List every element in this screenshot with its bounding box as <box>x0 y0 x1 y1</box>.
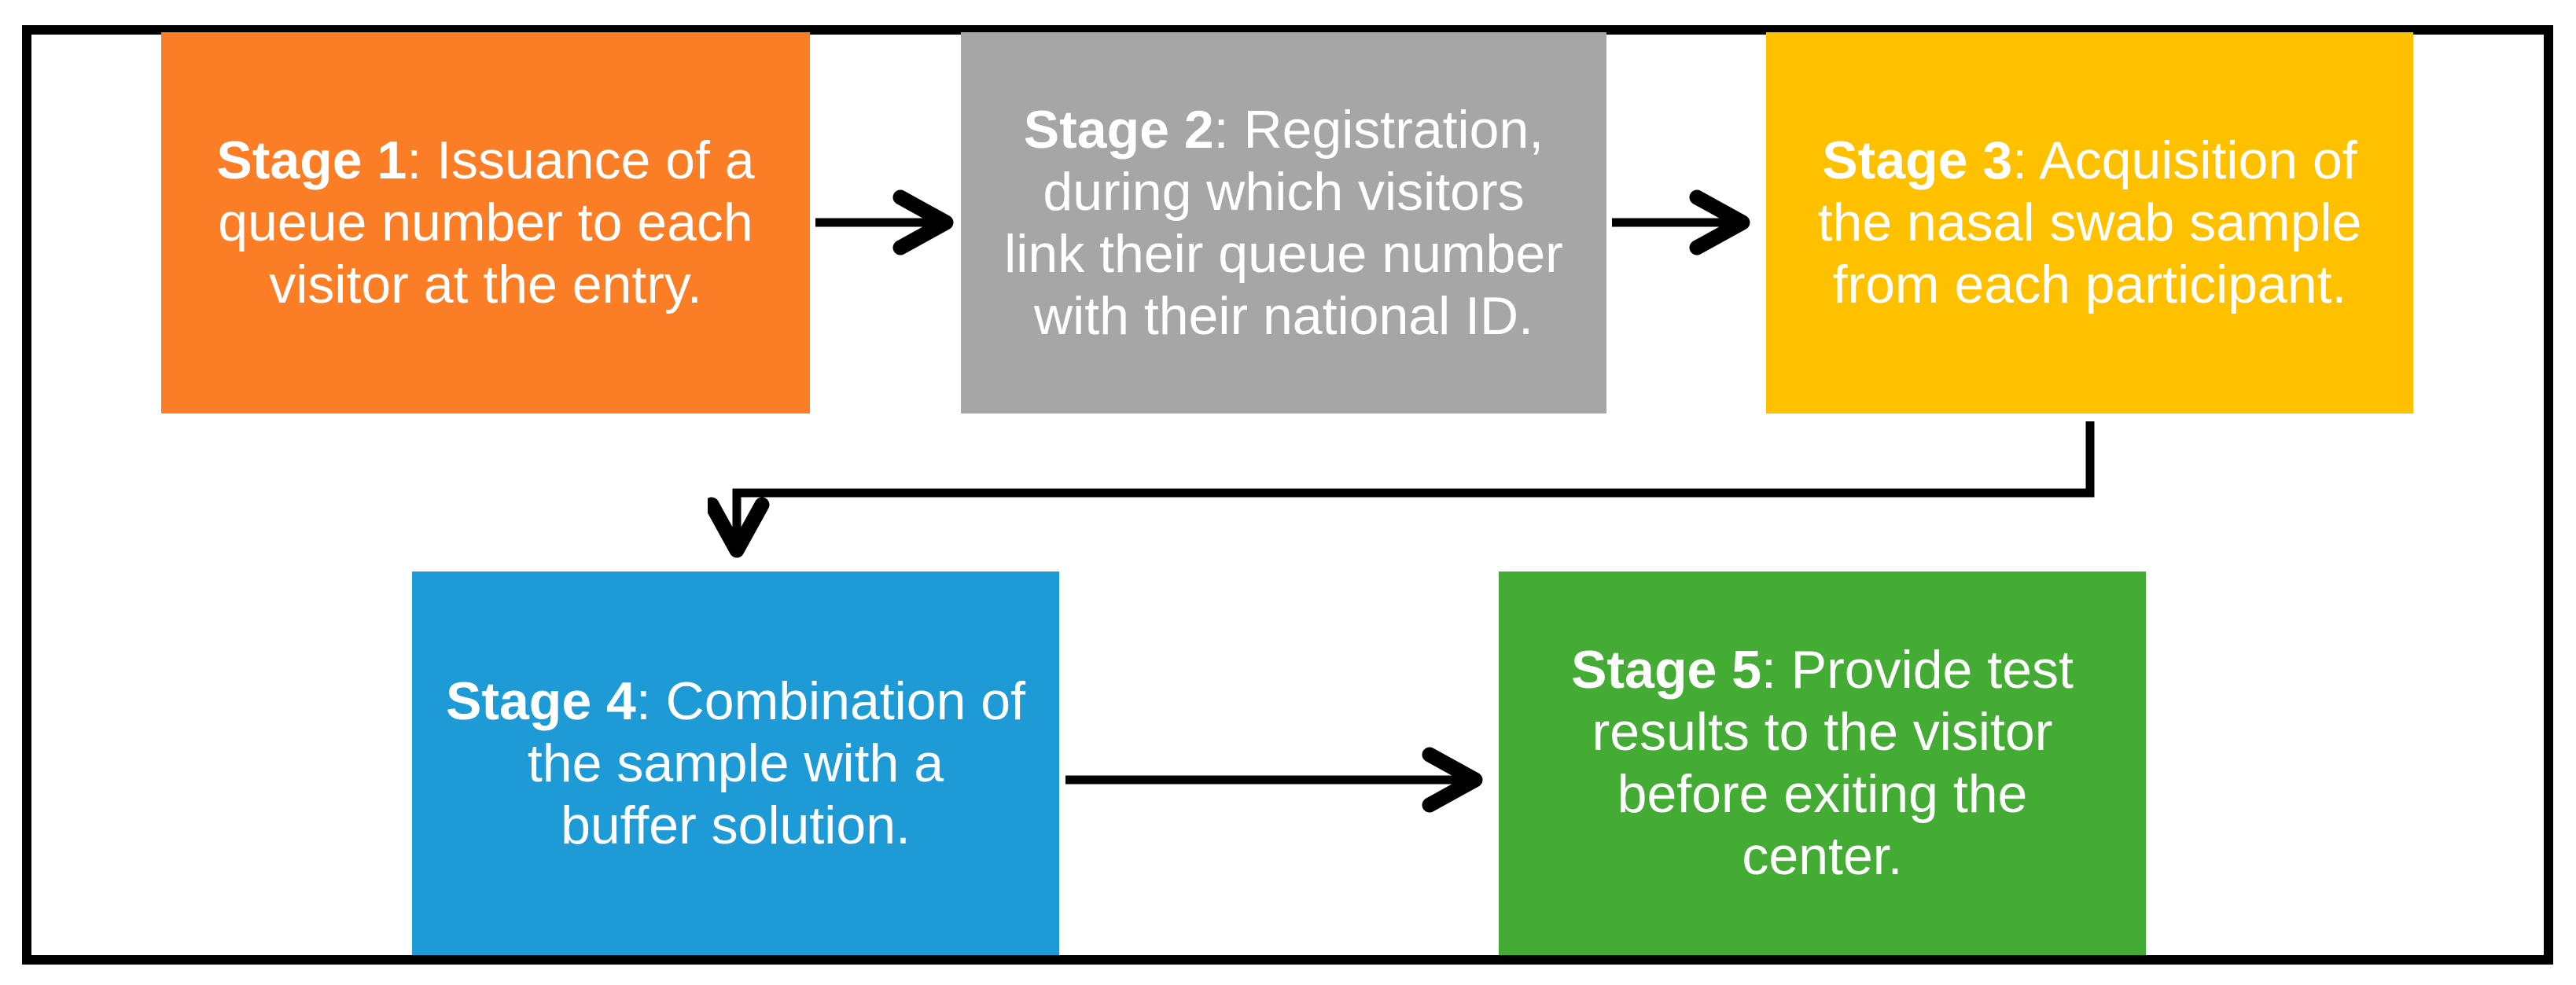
stage-5-line-2: results to the visitor <box>1592 702 2053 762</box>
arrow-stage4-to-stage5-icon <box>1065 747 1483 813</box>
stage-2-title: Stage 2 <box>1023 99 1214 160</box>
arrow-stage3-to-stage4-elbow-icon <box>708 421 2095 558</box>
stage-2-box: Stage 2: Registration, during which visi… <box>961 32 1606 413</box>
stage-2-line-3: link their queue number <box>1004 223 1563 284</box>
stage-4-title: Stage 4 <box>445 671 636 731</box>
stage-5-line-4: center. <box>1742 826 1903 886</box>
stage-3-line-1: Stage 3: Acquisition of <box>1822 130 2357 192</box>
stage-1-line-1: Stage 1: Issuance of a <box>216 130 754 192</box>
arrow-stage1-to-stage2-icon <box>815 189 954 255</box>
stage-1-box: Stage 1: Issuance of a queue number to e… <box>161 32 810 413</box>
stage-4-line-2: the sample with a <box>527 733 944 793</box>
stage-5-box: Stage 5: Provide test results to the vis… <box>1499 572 2146 955</box>
stage-5-line-1-rest: : Provide test <box>1761 640 2074 700</box>
stage-3-line-3: from each participant. <box>1832 255 2347 314</box>
arrow-stage2-to-stage3-icon <box>1612 189 1750 255</box>
stage-2-line-2: during which visitors <box>1043 161 1525 222</box>
stage-5-line-3: before exiting the <box>1617 764 2028 824</box>
stage-1-line-3: visitor at the entry. <box>269 255 702 314</box>
stage-3-line-1-rest: : Acquisition of <box>2012 130 2357 190</box>
stage-2-line-4: with their national ID. <box>1034 285 1533 346</box>
stage-5-title: Stage 5 <box>1571 640 1762 700</box>
stage-4-box: Stage 4: Combination of the sample with … <box>412 572 1059 955</box>
stage-2-line-1: Stage 2: Registration, <box>1024 99 1544 161</box>
stage-4-line-1: Stage 4: Combination of <box>446 671 1025 733</box>
stage-2-line-1-rest: : Registration, <box>1213 99 1544 160</box>
stage-3-line-2: the nasal swab sample <box>1817 193 2362 252</box>
stage-1-line-2: queue number to each <box>218 193 753 252</box>
stage-1-title: Stage 1 <box>216 130 407 190</box>
stage-4-line-1-rest: : Combination of <box>635 671 1026 731</box>
stage-4-line-3: buffer solution. <box>561 795 911 855</box>
stage-3-box: Stage 3: Acquisition of the nasal swab s… <box>1766 32 2413 413</box>
stage-5-line-1: Stage 5: Provide test <box>1571 639 2074 701</box>
stage-1-line-1-rest: : Issuance of a <box>407 130 755 190</box>
stage-3-title: Stage 3 <box>1822 130 2013 190</box>
